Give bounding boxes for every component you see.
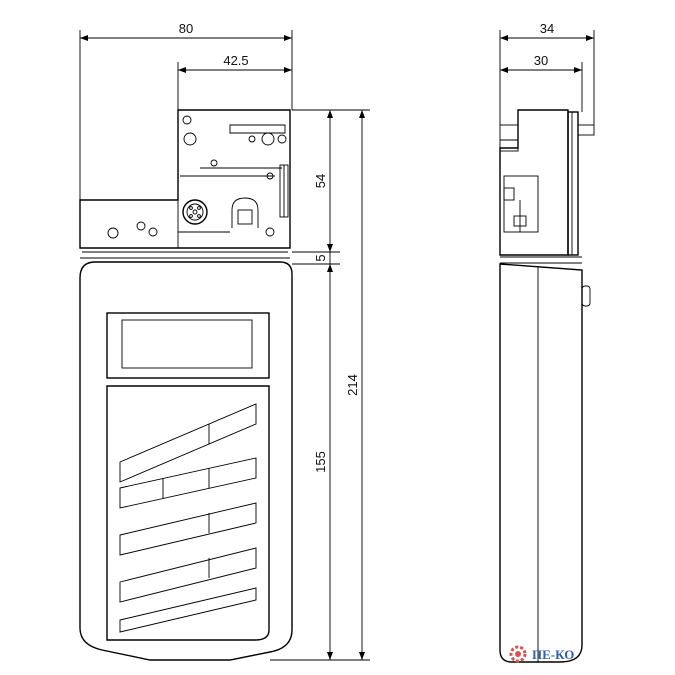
front-dimensions: 80 42.5 54 5 155 214 <box>79 21 370 661</box>
side-dimensions: 34 30 <box>499 21 595 125</box>
dim-top-module-height: 54 <box>313 174 328 188</box>
dim-gap: 5 <box>313 254 328 261</box>
side-view <box>499 109 595 663</box>
main-body <box>79 261 293 661</box>
dim-overall-height: 214 <box>345 374 360 396</box>
dim-side-total-depth: 34 <box>540 21 554 36</box>
dim-top-module-width: 42.5 <box>223 53 248 68</box>
top-module <box>79 109 291 249</box>
brand-name: ПЕ-КО <box>532 647 574 662</box>
gear-icon <box>509 645 527 663</box>
key-stripes <box>119 403 257 633</box>
dim-body-height: 155 <box>313 451 328 473</box>
front-view <box>79 109 293 661</box>
brand-watermark: ПЕ-КО <box>509 645 574 663</box>
dim-front-width: 80 <box>179 21 193 36</box>
dim-side-depth: 30 <box>534 53 548 68</box>
